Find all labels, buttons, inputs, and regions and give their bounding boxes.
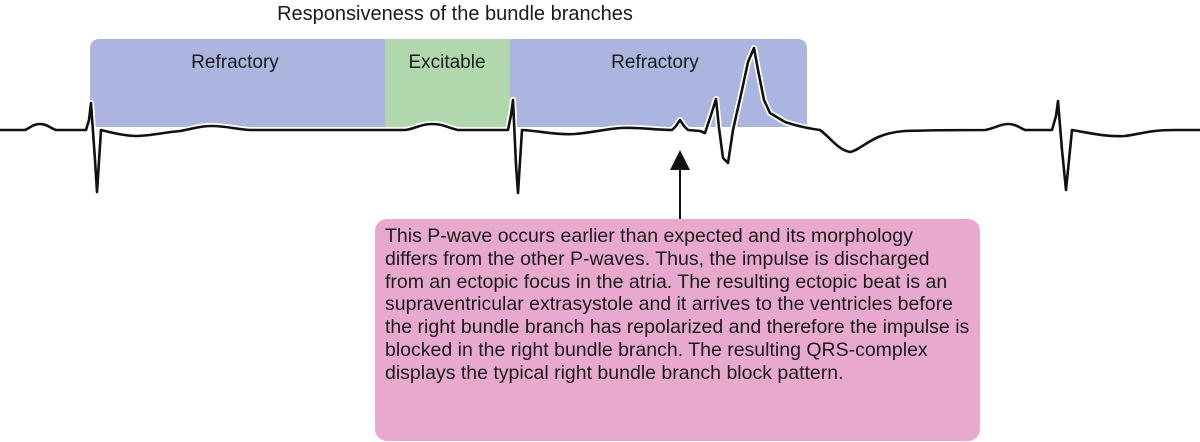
zone-label-refractory-1: Refractory <box>191 52 279 73</box>
zone-excitable <box>385 39 510 127</box>
callout-text: This P-wave occurs earlier than expected… <box>385 225 970 384</box>
zone-label-refractory-2: Refractory <box>611 52 699 73</box>
zone-label-excitable: Excitable <box>408 52 485 73</box>
ecg-trace <box>0 46 1200 195</box>
arrowhead-icon <box>670 150 690 170</box>
zone-refractory-1 <box>90 39 385 127</box>
callout-box: This P-wave occurs earlier than expected… <box>375 219 980 441</box>
zone-refractory-2 <box>510 39 807 127</box>
diagram-title: Responsiveness of the bundle branches <box>277 3 633 25</box>
